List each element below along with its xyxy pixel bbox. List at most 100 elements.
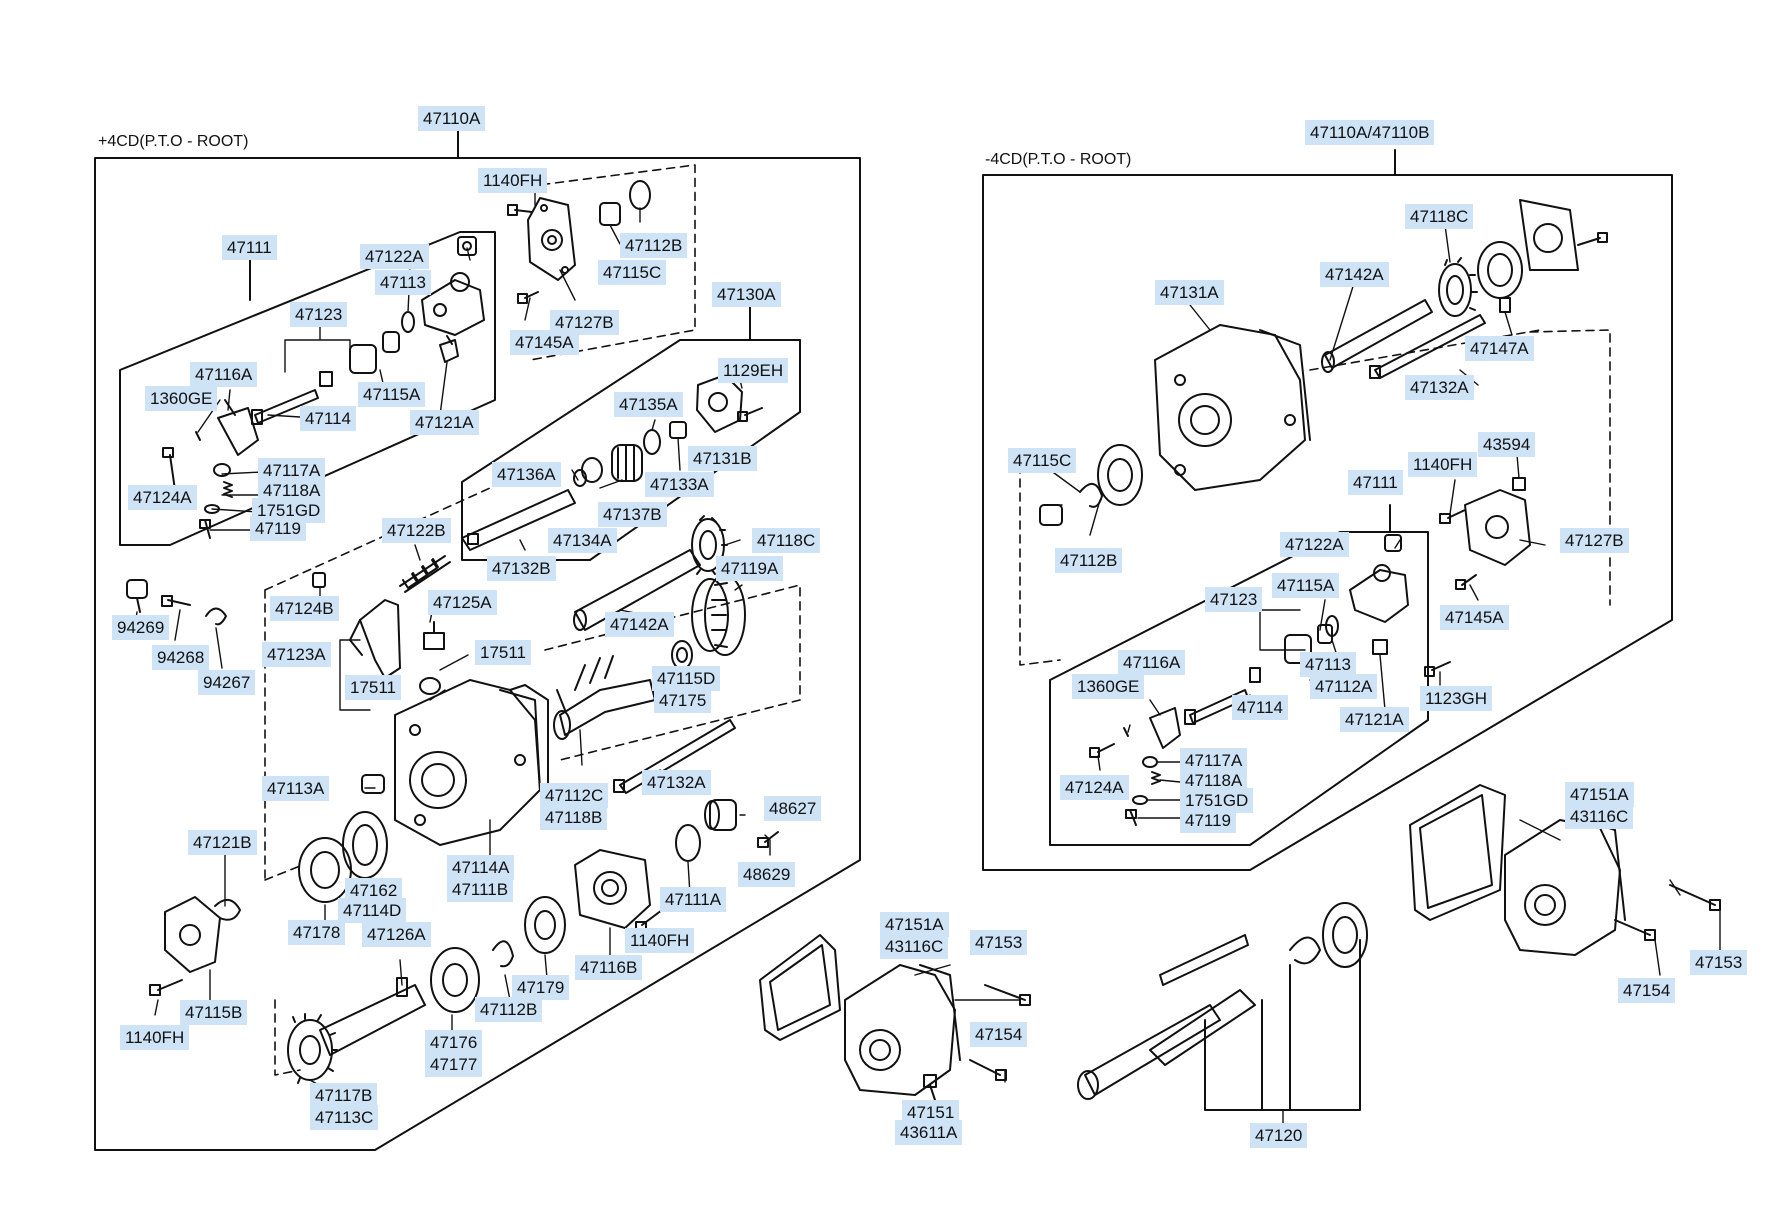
part-label-47153-c[interactable]: 47153	[970, 930, 1028, 955]
part-label-47121A[interactable]: 47121A	[410, 410, 479, 435]
part-1140FH-bolt-low	[149, 979, 183, 996]
part-label-47112B[interactable]: 47112B	[620, 233, 688, 258]
part-1140FH-bolt-r	[1439, 509, 1466, 524]
part-label-47111A[interactable]: 47111A	[660, 887, 727, 912]
part-label-47115C[interactable]: 47115C	[598, 260, 667, 285]
part-label-47113A[interactable]: 47113A	[262, 776, 330, 801]
part-label-47113C[interactable]: 47113C	[310, 1105, 379, 1130]
part-label-47114A[interactable]: 47114A	[447, 855, 515, 880]
part-label-47118B[interactable]: 47118B	[540, 805, 608, 830]
part-label-47179[interactable]: 47179	[512, 975, 570, 1000]
part-label-47120[interactable]: 47120	[1250, 1123, 1308, 1148]
part-label-47151A-r[interactable]: 47151A	[1565, 782, 1634, 807]
part-label-47132A-r[interactable]: 47132A	[1405, 375, 1474, 400]
part-label-47113-r[interactable]: 47113	[1300, 652, 1357, 677]
part-label-47122B[interactable]: 47122B	[382, 518, 451, 543]
part-label-47119A[interactable]: 47119A	[716, 556, 784, 581]
part-label-43116C-r[interactable]: 43116C	[1565, 804, 1634, 829]
part-label-47112B-r[interactable]: 47112B	[1055, 548, 1123, 573]
part-label-47123A[interactable]: 47123A	[262, 642, 331, 667]
part-label-1140FH[interactable]: 1140FH	[478, 168, 548, 193]
part-label-47132B[interactable]: 47132B	[487, 556, 556, 581]
part-label-47115D[interactable]: 47115D	[652, 666, 721, 691]
part-label-47127B[interactable]: 47127B	[550, 310, 619, 335]
part-label-47121B[interactable]: 47121B	[188, 830, 257, 855]
part-label-47124B[interactable]: 47124B	[270, 596, 339, 621]
part-label-47119[interactable]: 47119	[250, 516, 307, 541]
part-label-47177[interactable]: 47177	[425, 1052, 483, 1077]
part-label-47115A-r[interactable]: 47115A	[1272, 573, 1340, 598]
part-label-47122A-r[interactable]: 47122A	[1280, 532, 1349, 557]
part-label-47111[interactable]: 47111	[222, 235, 277, 260]
part-label-17511-a[interactable]: 17511	[475, 640, 532, 665]
part-label-47116A-r[interactable]: 47116A	[1118, 650, 1186, 675]
part-label-47133A[interactable]: 47133A	[645, 472, 714, 497]
part-label-94267[interactable]: 94267	[198, 670, 256, 695]
part-label-47145A-r[interactable]: 47145A	[1440, 605, 1509, 630]
part-label-47118C-r[interactable]: 47118C	[1405, 204, 1474, 229]
part-label-47118C[interactable]: 47118C	[752, 528, 821, 553]
part-label-47126A[interactable]: 47126A	[362, 922, 431, 947]
part-label-1123GH[interactable]: 1123GH	[1420, 686, 1493, 711]
part-label-48629[interactable]: 48629	[738, 862, 796, 887]
part-label-47145A[interactable]: 47145A	[510, 330, 579, 355]
part-label-48627[interactable]: 48627	[764, 796, 822, 821]
part-label-47112B-low[interactable]: 47112B	[475, 997, 543, 1022]
part-label-47147A[interactable]: 47147A	[1465, 336, 1534, 361]
part-label-47154-c[interactable]: 47154	[970, 1022, 1028, 1047]
part-label-47111-r[interactable]: 47111	[1348, 470, 1403, 495]
part-label-47115B[interactable]: 47115B	[180, 1000, 248, 1025]
part-label-47115C-r[interactable]: 47115C	[1008, 448, 1077, 473]
part-label-47117B[interactable]: 47117B	[310, 1083, 378, 1108]
part-label-94268[interactable]: 94268	[152, 645, 210, 670]
part-label-47114D[interactable]: 47114D	[338, 898, 407, 923]
part-label-1140FH-low[interactable]: 1140FH	[120, 1025, 190, 1050]
part-label-47124A-r[interactable]: 47124A	[1060, 775, 1129, 800]
part-label-47122A[interactable]: 47122A	[360, 244, 429, 269]
part-label-94269[interactable]: 94269	[112, 615, 170, 640]
part-label-47114-r[interactable]: 47114	[1232, 695, 1289, 720]
part-label-47124A[interactable]: 47124A	[128, 485, 197, 510]
part-label-47121A-r[interactable]: 47121A	[1340, 707, 1409, 732]
part-label-47127B-r[interactable]: 47127B	[1560, 528, 1629, 553]
part-label-47123-r[interactable]: 47123	[1205, 587, 1263, 612]
part-label-1360GE[interactable]: 1360GE	[145, 386, 218, 411]
part-label-47175[interactable]: 47175	[654, 688, 712, 713]
part-label-47142A[interactable]: 47142A	[605, 612, 674, 637]
part-label-47112C[interactable]: 47112C	[540, 783, 609, 808]
part-label-47154-r[interactable]: 47154	[1618, 978, 1676, 1003]
part-label-47130A[interactable]: 47130A	[712, 282, 781, 307]
part-label-1129EH[interactable]: 1129EH	[718, 358, 789, 383]
part-label-1360GE-r[interactable]: 1360GE	[1072, 674, 1145, 699]
part-label-47113[interactable]: 47113	[375, 270, 432, 295]
part-label-47115A[interactable]: 47115A	[358, 382, 426, 407]
part-label-43116C-c[interactable]: 43116C	[880, 934, 949, 959]
part-label-47123[interactable]: 47123	[290, 302, 348, 327]
part-label-47111B[interactable]: 47111B	[447, 877, 514, 902]
part-label-1140FH-r[interactable]: 1140FH	[1408, 452, 1478, 477]
part-label-47137B[interactable]: 47137B	[598, 502, 667, 527]
part-label-47178[interactable]: 47178	[288, 920, 346, 945]
part-label-43611A[interactable]: 43611A	[895, 1120, 963, 1145]
part-label-47132A[interactable]: 47132A	[642, 770, 711, 795]
part-label-47114[interactable]: 47114	[300, 406, 357, 431]
part-label-47135A[interactable]: 47135A	[614, 392, 683, 417]
part-label-47153-r[interactable]: 47153	[1690, 950, 1748, 975]
part-label-47116A[interactable]: 47116A	[190, 362, 258, 387]
part-label-47136A[interactable]: 47136A	[492, 462, 561, 487]
part-label-43594[interactable]: 43594	[1478, 432, 1536, 457]
part-label-47116B[interactable]: 47116B	[575, 955, 643, 980]
part-label-47176[interactable]: 47176	[425, 1030, 483, 1055]
part-label-47119-r[interactable]: 47119	[1180, 808, 1237, 833]
part-label-47131A[interactable]: 47131A	[1155, 280, 1224, 305]
part-label-47134A[interactable]: 47134A	[548, 528, 617, 553]
part-label-47112A[interactable]: 47112A	[1310, 674, 1378, 699]
part-label-47151A-c[interactable]: 47151A	[880, 912, 949, 937]
part-label-47125A[interactable]: 47125A	[428, 590, 497, 615]
part-label-47131B[interactable]: 47131B	[688, 446, 757, 471]
part-label-47142A-r[interactable]: 47142A	[1320, 262, 1389, 287]
part-label-47110A-47110B[interactable]: 47110A/47110B	[1305, 120, 1435, 145]
part-label-1140FH-mid[interactable]: 1140FH	[625, 928, 695, 953]
part-label-47110A[interactable]: 47110A	[418, 106, 486, 131]
part-label-17511-b[interactable]: 17511	[345, 675, 402, 700]
